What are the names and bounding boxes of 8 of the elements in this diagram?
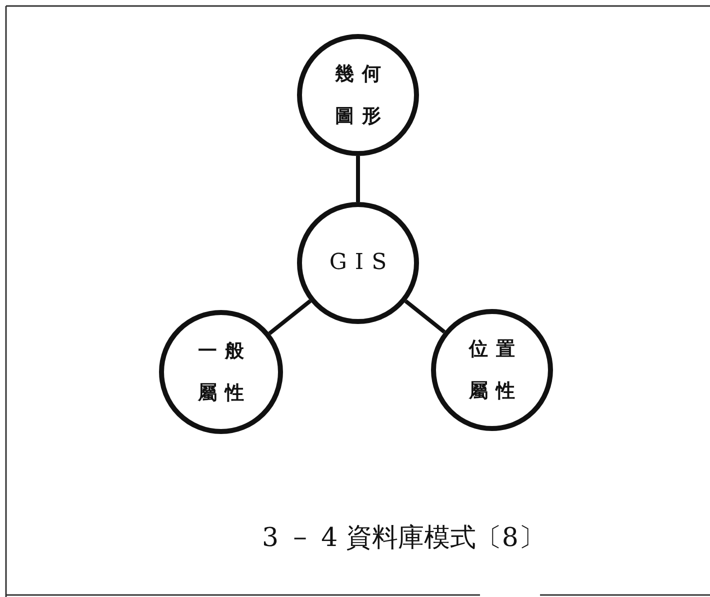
node-label: GIS bbox=[328, 249, 395, 277]
caption: 3 － 4 資料庫模式〔8〕 bbox=[262, 522, 544, 555]
node-label: 一般屬性 bbox=[196, 339, 253, 406]
connector-line bbox=[268, 299, 312, 335]
node-label: 位置屬性 bbox=[468, 337, 524, 404]
connector-line bbox=[356, 156, 360, 202]
connector-line bbox=[404, 300, 446, 334]
node-label: 幾何圖形 bbox=[334, 62, 390, 129]
